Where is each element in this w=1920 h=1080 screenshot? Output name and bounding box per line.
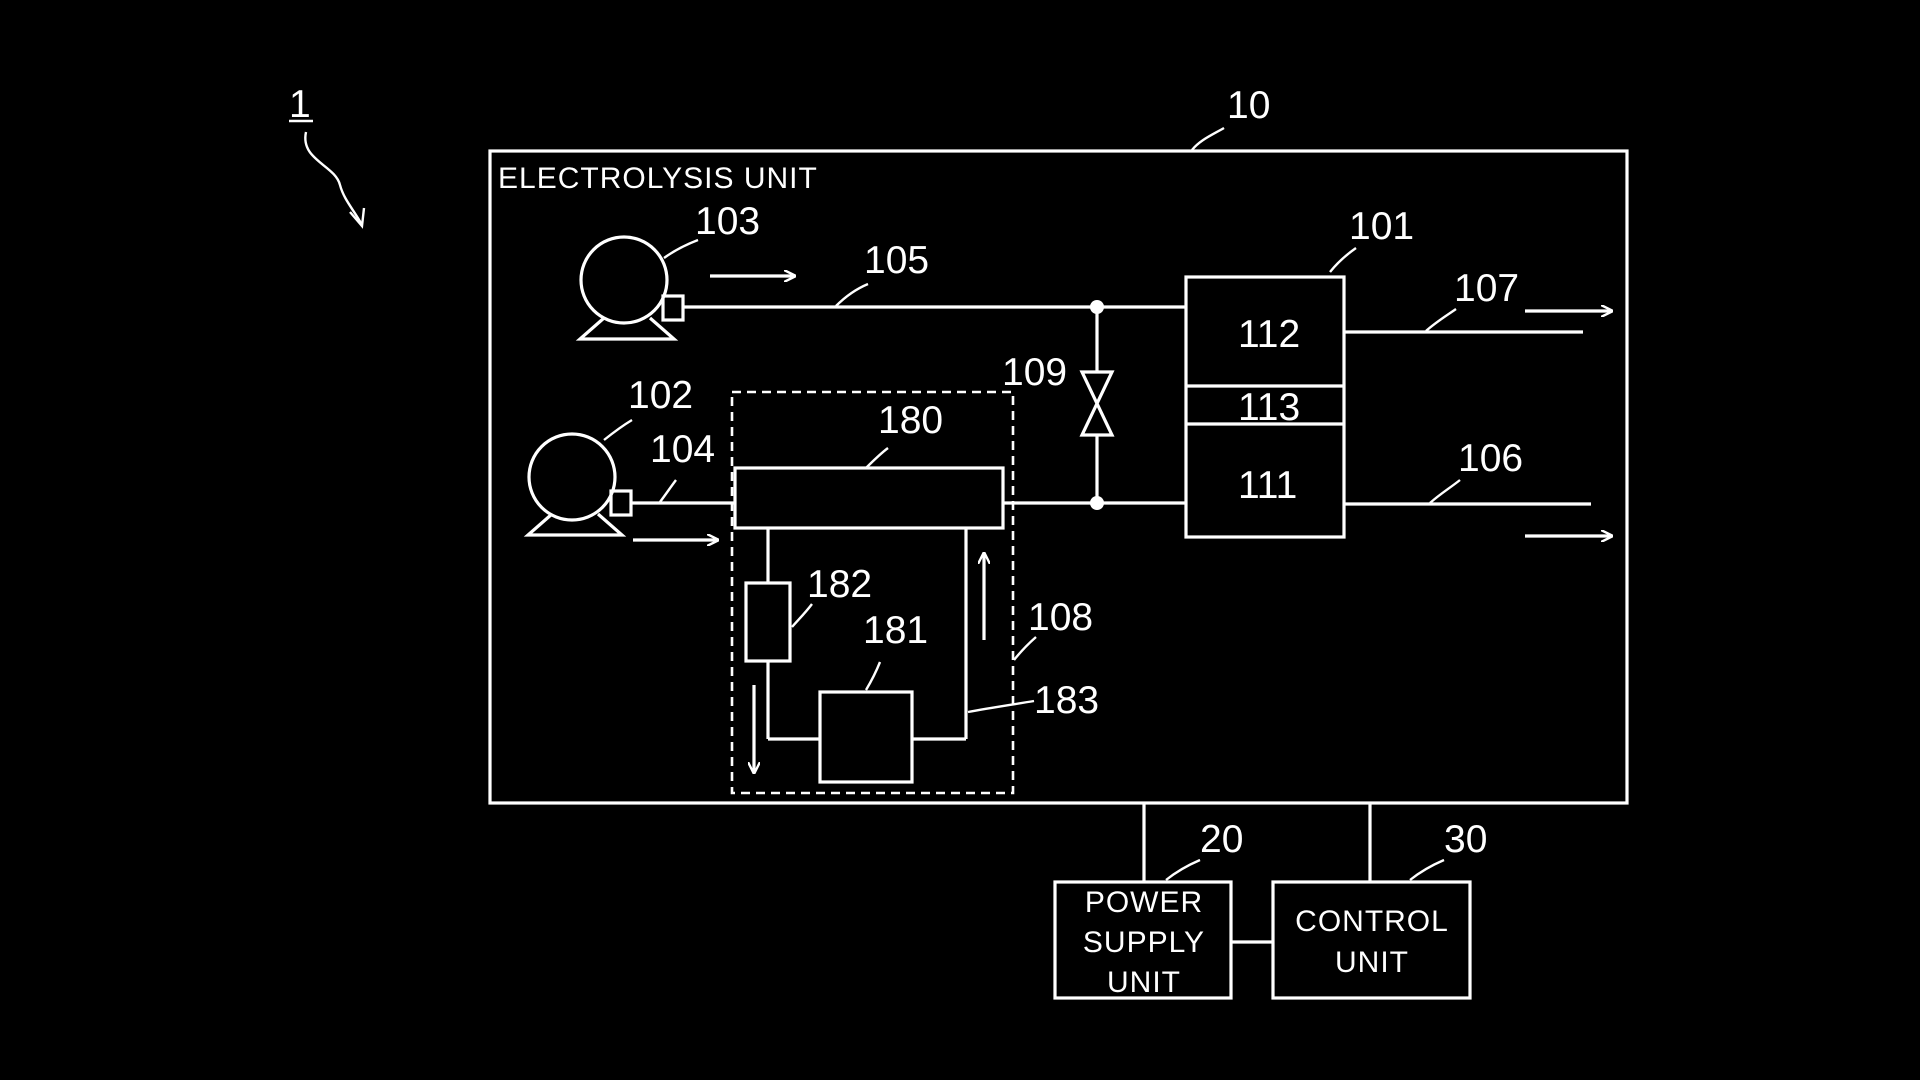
circulation-subsystem: 108 180 182 181 183 (730, 390, 1099, 795)
pump-181-ref: 181 (863, 609, 928, 652)
pipe-104-ref: 104 (650, 428, 715, 471)
power-supply-line1: POWER (1085, 886, 1203, 919)
tank-180-ref: 180 (878, 399, 943, 442)
valve-109: 109 (1002, 307, 1115, 503)
electrolysis-unit-title: ELECTROLYSIS UNIT (498, 162, 818, 195)
power-supply-box (1053, 880, 1233, 1000)
cell-ref-101: 101 (1349, 205, 1414, 248)
pump-102-ref: 102 (628, 374, 693, 417)
valve-109-ref: 109 (1002, 351, 1067, 394)
tank-180 (733, 466, 1005, 530)
return-line-183-ref: 183 (1034, 679, 1099, 722)
electrolysis-unit-frame (488, 149, 1629, 805)
pump-103-base (575, 316, 679, 341)
pump-103-body (579, 235, 669, 325)
chamber-112-label: 112 (1238, 313, 1300, 356)
pipe-106-ref: 106 (1458, 437, 1523, 480)
power-supply-unit: POWER SUPPLY UNIT 20 (1053, 818, 1243, 1000)
pump-103: 103 (575, 200, 795, 341)
electrolysis-cell: 112 113 111 101 (1184, 205, 1414, 539)
figure-ref-leader (304, 131, 364, 226)
membrane-113-label: 113 (1238, 386, 1300, 429)
filter-182-ref: 182 (807, 563, 872, 606)
pump-103-ref: 103 (695, 200, 760, 243)
pump-181 (818, 690, 914, 784)
pump-102-body (527, 432, 617, 522)
control-unit-ref: 30 (1444, 818, 1487, 861)
control-unit-line2: UNIT (1335, 946, 1409, 979)
control-unit-box (1271, 880, 1472, 1000)
valve-109-symbol (1079, 370, 1115, 437)
subsystem-108-ref: 108 (1028, 596, 1093, 639)
figure-ref-label: 1 (289, 83, 311, 126)
unit-ref-10-leader (1191, 126, 1225, 151)
pipe-107-ref: 107 (1454, 267, 1519, 310)
chamber-111-label: 111 (1238, 464, 1297, 507)
filter-182 (744, 581, 792, 663)
subsystem-108-boundary (730, 390, 1015, 795)
control-unit: CONTROL UNIT 30 (1271, 818, 1487, 1000)
unit-ref-10: 10 (1227, 84, 1270, 127)
electrolysis-unit: ELECTROLYSIS UNIT 10 (488, 84, 1629, 805)
power-supply-line3: UNIT (1107, 966, 1181, 999)
power-supply-line2: SUPPLY (1083, 926, 1205, 959)
figure-ref-arrowhead (349, 207, 366, 229)
figure-reference: 1 (289, 83, 366, 229)
control-unit-line1: CONTROL (1295, 905, 1449, 938)
pipe-105-ref: 105 (864, 239, 929, 282)
cell-frame (1184, 275, 1346, 539)
pump-102-base (523, 512, 627, 537)
power-supply-ref: 20 (1200, 818, 1243, 861)
